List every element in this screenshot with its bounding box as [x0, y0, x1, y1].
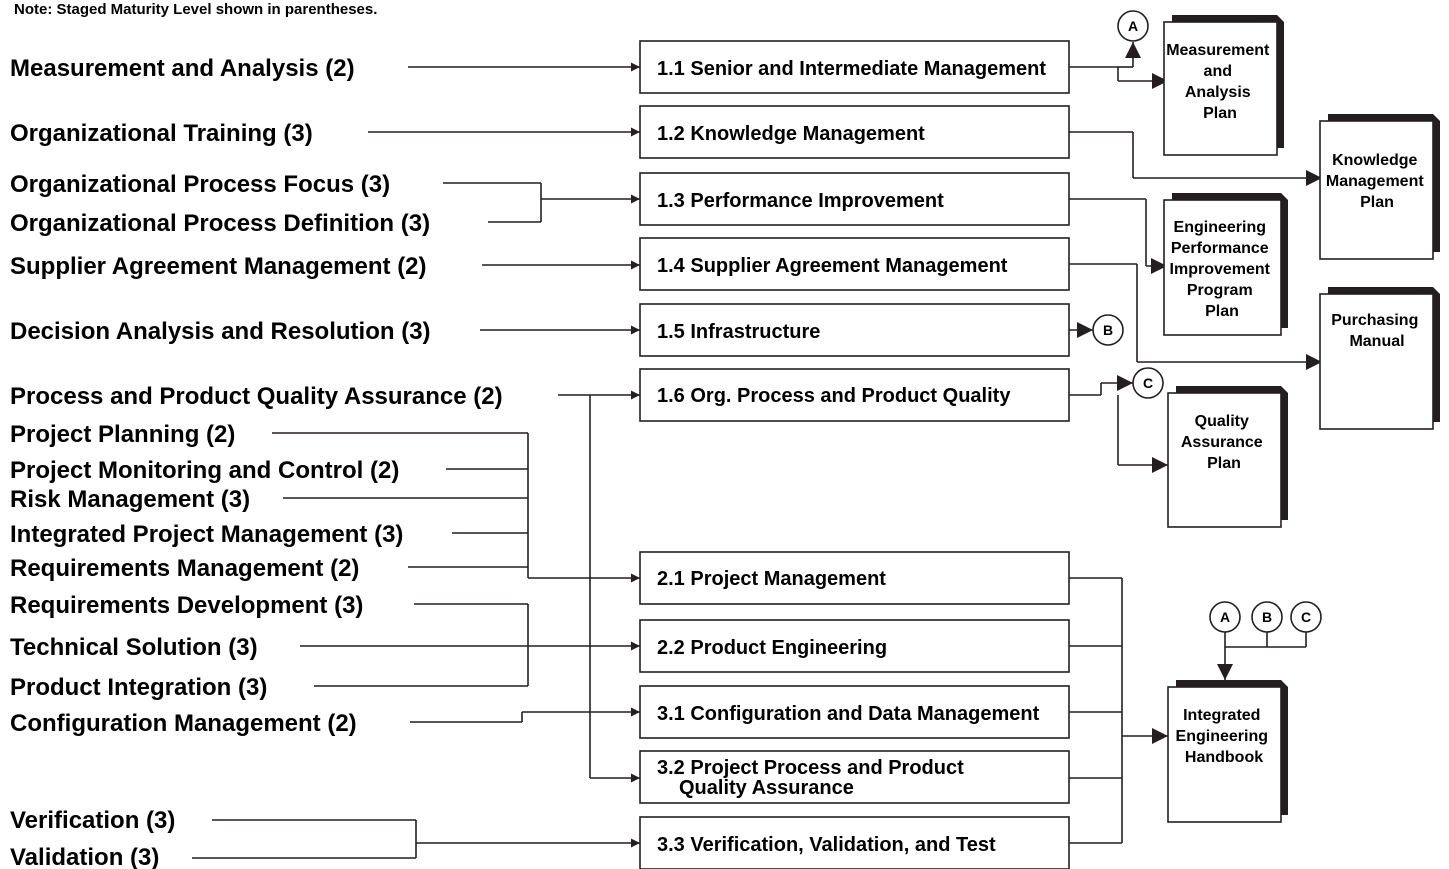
box-1-6-label: 1.6 Org. Process and Product Quality: [657, 385, 1011, 407]
pa-validation: Validation (3): [10, 844, 159, 869]
doc-eng-plan-line4: Program: [1187, 282, 1253, 299]
pa-organizational-training: Organizational Training (3): [10, 120, 313, 147]
box-1-6: [639, 368, 1070, 422]
doc-purchasing-line1: Purchasing: [1331, 312, 1418, 329]
doc-measurement-plan-line4: Plan: [1203, 105, 1237, 122]
connector-b-mid: [1092, 314, 1124, 346]
organization-boxes: 1.1 Senior and Intermediate Management 1…: [639, 40, 1070, 869]
doc-engineering-plan: Engineering Performance Improvement Prog…: [1163, 193, 1288, 336]
output-connectors: [1069, 42, 1322, 844]
pa-risk-management: Risk Management (3): [10, 486, 250, 513]
pa-supplier-agreement: Supplier Agreement Management (2): [10, 253, 427, 280]
box-1-5: [639, 303, 1070, 357]
maturity-note: Note: Staged Maturity Level shown in par…: [14, 1, 377, 18]
box-3-2: [639, 750, 1070, 804]
doc-eng-plan-line5: Plan: [1205, 303, 1239, 320]
connector-circles: A B C A B C: [1092, 10, 1322, 633]
box-1-1-label: 1.1 Senior and Intermediate Management: [657, 58, 1046, 80]
doc-measurement-plan-line2: and: [1204, 63, 1232, 80]
pa-measurement-analysis: Measurement and Analysis (2): [10, 55, 355, 82]
doc-km-plan-line2: Management: [1326, 173, 1424, 190]
svg-text:Purchasing Manual: Purchasing Manual: [1331, 312, 1423, 350]
doc-qa-plan-line2: Assurance: [1181, 434, 1263, 451]
connector-b-mid-label: B: [1103, 322, 1113, 338]
pa-ppqa: Process and Product Quality Assurance (2…: [10, 383, 503, 410]
pa-project-monitoring: Project Monitoring and Control (2): [10, 457, 399, 484]
connector-c-mid-label: C: [1143, 375, 1153, 391]
connector-b-bottom-label: B: [1262, 609, 1272, 625]
pa-product-integration: Product Integration (3): [10, 674, 267, 701]
box-1-4: [639, 237, 1070, 291]
box-1-2: [639, 105, 1070, 159]
svg-text:Integrated Engineering: Integrated Engineering Handbook: [1176, 707, 1273, 766]
pa-verification: Verification (3): [10, 807, 175, 834]
doc-measurement-plan: Measurement and Analysis Plan: [1163, 15, 1284, 156]
pa-integrated-project-management: Integrated Project Management (3): [10, 521, 403, 548]
doc-eng-plan-line1: Engineering: [1174, 219, 1266, 236]
box-3-1: [639, 685, 1070, 739]
svg-text:Quality Assurance: Quality Assurance Plan: [1181, 413, 1267, 472]
connector-a-top: [1117, 10, 1149, 42]
doc-purchasing-line2: Manual: [1349, 333, 1404, 350]
box-3-2-label-line2: Quality Assurance: [679, 777, 854, 799]
doc-purchasing-manual: Purchasing Manual: [1319, 287, 1440, 430]
doc-integrated-engineering-handbook: Integrated Engineering Handbook: [1167, 680, 1288, 823]
doc-knowledge-management-plan: Knowledge Management Plan: [1319, 114, 1440, 260]
box-2-2-label: 2.2 Product Engineering: [657, 637, 887, 659]
doc-measurement-plan-line1: Measurement: [1166, 42, 1270, 59]
connector-a-top-label: A: [1128, 18, 1138, 34]
pa-technical-solution: Technical Solution (3): [10, 634, 258, 661]
doc-eng-plan-line2: Performance: [1171, 240, 1269, 257]
box-1-5-label: 1.5 Infrastructure: [657, 321, 820, 343]
connector-b-bottom: [1251, 601, 1283, 633]
svg-text:Measurement and An: Measurement and Analysis Plan: [1166, 42, 1274, 122]
pa-project-planning: Project Planning (2): [10, 421, 235, 448]
process-area-labels: Measurement and Analysis (2) Organizatio…: [10, 55, 503, 869]
box-3-2-label: 3.2 Project Process and Product: [657, 757, 964, 779]
doc-handbook-line1: Integrated: [1183, 707, 1260, 724]
pa-requirements-development: Requirements Development (3): [10, 592, 363, 619]
doc-km-plan-line1: Knowledge: [1332, 152, 1417, 169]
box-2-1-label: 2.1 Project Management: [657, 568, 886, 590]
doc-handbook-line2: Engineering: [1176, 728, 1268, 745]
doc-eng-plan-line3: Improvement: [1170, 261, 1271, 278]
doc-quality-assurance-plan: Quality Assurance Plan: [1167, 386, 1288, 528]
doc-km-plan-line3: Plan: [1360, 194, 1394, 211]
pa-org-process-focus: Organizational Process Focus (3): [10, 171, 390, 198]
box-1-3: [639, 172, 1070, 226]
box-3-1-label: 3.1 Configuration and Data Management: [657, 703, 1040, 725]
doc-handbook-line3: Handbook: [1185, 749, 1263, 766]
pa-configuration-management: Configuration Management (2): [10, 710, 357, 737]
connector-c-bottom-label: C: [1301, 609, 1311, 625]
box-2-1: [639, 551, 1070, 605]
process-area-connectors: [192, 62, 640, 859]
connector-c-bottom: [1290, 601, 1322, 633]
doc-qa-plan-line3: Plan: [1207, 455, 1241, 472]
svg-text:Knowledge Management: Knowledge Management Plan: [1326, 152, 1428, 211]
pa-decision-analysis: Decision Analysis and Resolution (3): [10, 318, 431, 345]
svg-text:Engineering Performance: Engineering Performance Improvement Prog…: [1170, 219, 1275, 320]
doc-qa-plan-line1: Quality: [1195, 413, 1249, 430]
box-3-3-label: 3.3 Verification, Validation, and Test: [657, 834, 996, 856]
doc-measurement-plan-line3: Analysis: [1185, 84, 1251, 101]
connector-c-mid: [1132, 367, 1164, 399]
connector-a-bottom-label: A: [1220, 609, 1230, 625]
box-1-4-label: 1.4 Supplier Agreement Management: [657, 255, 1008, 277]
box-2-2: [639, 619, 1070, 673]
box-3-3: [639, 816, 1070, 869]
pa-org-process-definition: Organizational Process Definition (3): [10, 210, 430, 237]
pa-requirements-management: Requirements Management (2): [10, 555, 359, 582]
box-1-2-label: 1.2 Knowledge Management: [657, 123, 925, 145]
box-1-3-label: 1.3 Performance Improvement: [657, 190, 944, 212]
connector-a-bottom: [1209, 601, 1241, 633]
